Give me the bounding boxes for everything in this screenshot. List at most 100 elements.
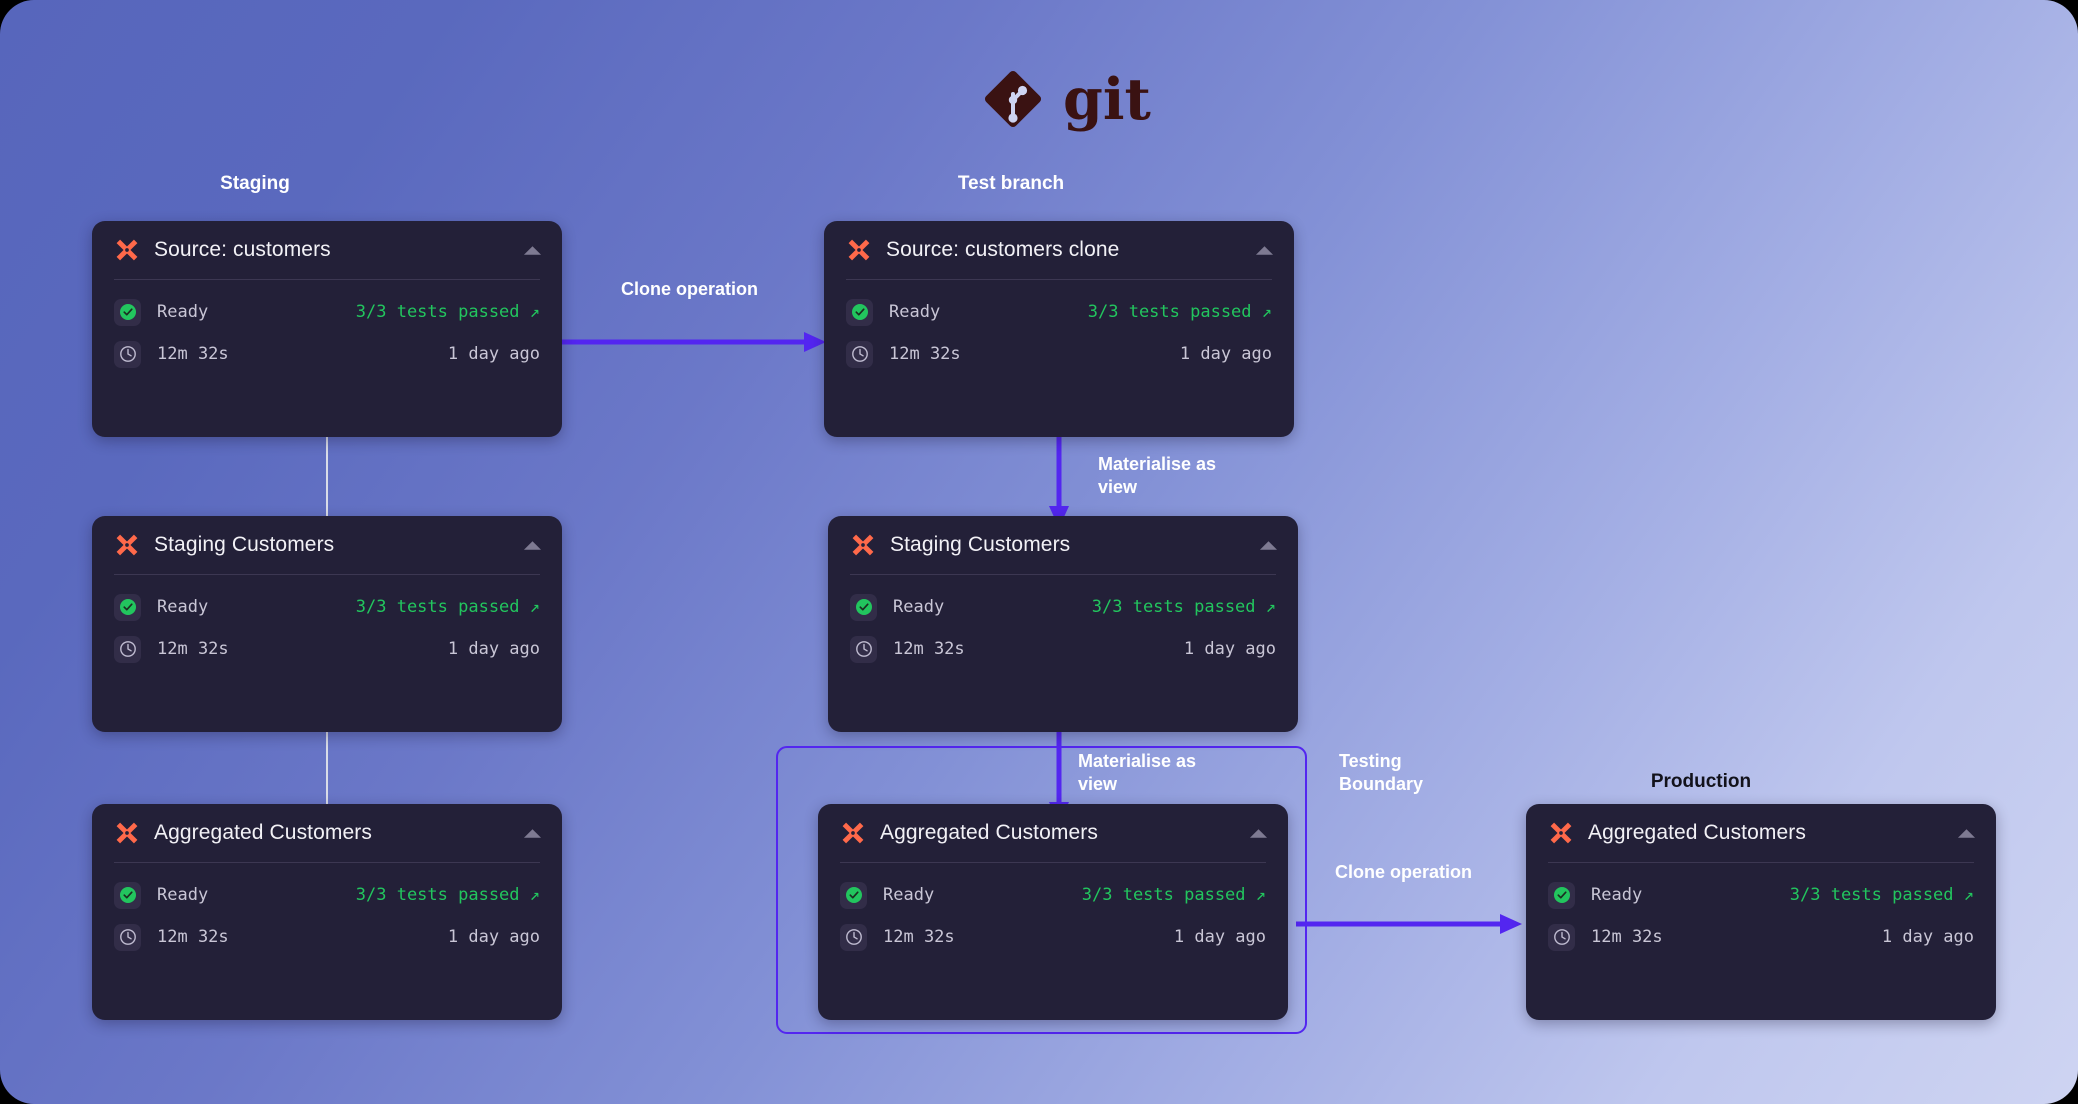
status-label: Ready <box>157 597 209 617</box>
clock-icon <box>114 923 141 951</box>
chevron-up-icon[interactable] <box>523 539 542 551</box>
testing-boundary-line1: Testing <box>1339 751 1402 771</box>
card-title: Source: customers clone <box>886 238 1120 261</box>
connector-staging-2 <box>326 730 328 812</box>
duration-label: 12m 32s <box>157 344 229 364</box>
card-divider <box>840 862 1266 863</box>
card-header[interactable]: Aggregated Customers <box>1526 804 1996 862</box>
updated-label: 1 day ago <box>447 927 540 947</box>
tests-passed-label[interactable]: 3/3 tests passed ↗ <box>355 597 540 617</box>
status-label: Ready <box>889 302 941 322</box>
card-header[interactable]: Source: customers clone <box>824 221 1294 279</box>
arrow-label-materialise-1: Materialise as view <box>1098 453 1216 498</box>
chevron-up-icon[interactable] <box>523 244 542 256</box>
check-circle-icon <box>114 298 141 326</box>
clock-icon <box>114 340 141 368</box>
card-divider <box>114 574 540 575</box>
check-circle-icon <box>846 298 873 326</box>
duration-row: 12m 32s 1 day ago <box>114 916 540 958</box>
updated-label: 1 day ago <box>1881 927 1974 947</box>
card-staging-aggregated-customers[interactable]: Aggregated Customers Ready 3/3 tests pas… <box>92 804 562 1020</box>
tests-passed-label[interactable]: 3/3 tests passed ↗ <box>1087 302 1272 322</box>
status-row: Ready 3/3 tests passed ↗ <box>114 874 540 916</box>
updated-label: 1 day ago <box>1179 344 1272 364</box>
arrow-materialise-1 <box>1049 432 1069 528</box>
status-row: Ready 3/3 tests passed ↗ <box>114 291 540 333</box>
updated-label: 1 day ago <box>1173 927 1266 947</box>
check-circle-icon <box>114 881 141 909</box>
card-divider <box>114 862 540 863</box>
duration-row: 12m 32s 1 day ago <box>1548 916 1974 958</box>
dbt-model-icon <box>116 239 138 261</box>
chevron-up-icon[interactable] <box>1255 244 1274 256</box>
status-row: Ready 3/3 tests passed ↗ <box>840 874 1266 916</box>
duration-row: 12m 32s 1 day ago <box>114 628 540 670</box>
card-divider <box>846 279 1272 280</box>
card-header[interactable]: Staging Customers <box>92 516 562 574</box>
status-label: Ready <box>893 597 945 617</box>
chevron-up-icon[interactable] <box>1259 539 1278 551</box>
git-diamond-icon <box>984 70 1042 128</box>
card-staging-source-customers[interactable]: Source: customers Ready 3/3 tests passed… <box>92 221 562 437</box>
clock-icon <box>840 923 867 951</box>
duration-label: 12m 32s <box>1591 927 1663 947</box>
card-test-staging-customers[interactable]: Staging Customers Ready 3/3 tests passed… <box>828 516 1298 732</box>
dbt-model-icon <box>842 822 864 844</box>
duration-row: 12m 32s 1 day ago <box>850 628 1276 670</box>
testing-boundary-box <box>776 746 1307 1034</box>
arrow-label-clone-top: Clone operation <box>621 279 759 299</box>
chevron-up-icon[interactable] <box>1957 827 1976 839</box>
card-title: Source: customers <box>154 238 331 261</box>
column-label-staging: Staging <box>220 173 290 194</box>
column-label-production: Production <box>1650 771 1752 792</box>
tests-passed-label[interactable]: 3/3 tests passed ↗ <box>355 885 540 905</box>
card-test-source-customers-clone[interactable]: Source: customers clone Ready 3/3 tests … <box>824 221 1294 437</box>
check-circle-icon <box>850 593 877 621</box>
duration-row: 12m 32s 1 day ago <box>840 916 1266 958</box>
tests-passed-label[interactable]: 3/3 tests passed ↗ <box>355 302 540 322</box>
arrow-label-clone-bottom: Clone operation <box>1335 862 1473 882</box>
duration-label: 12m 32s <box>893 639 965 659</box>
card-staging-staging-customers[interactable]: Staging Customers Ready 3/3 tests passed… <box>92 516 562 732</box>
card-header[interactable]: Staging Customers <box>828 516 1298 574</box>
clock-icon <box>1548 923 1575 951</box>
tests-passed-label[interactable]: 3/3 tests passed ↗ <box>1789 885 1974 905</box>
status-row: Ready 3/3 tests passed ↗ <box>1548 874 1974 916</box>
updated-label: 1 day ago <box>1183 639 1276 659</box>
duration-label: 12m 32s <box>157 639 229 659</box>
card-body: Ready 3/3 tests passed ↗ 12m 32s 1 day a… <box>1526 863 1996 973</box>
card-title: Aggregated Customers <box>880 821 1098 844</box>
git-wordmark: git <box>1063 65 1151 133</box>
card-divider <box>1548 862 1974 863</box>
card-prod-aggregated-customers[interactable]: Aggregated Customers Ready 3/3 tests pas… <box>1526 804 1996 1020</box>
card-body: Ready 3/3 tests passed ↗ 12m 32s 1 day a… <box>92 280 562 390</box>
status-label: Ready <box>883 885 935 905</box>
card-title: Staging Customers <box>890 533 1071 556</box>
card-body: Ready 3/3 tests passed ↗ 12m 32s 1 day a… <box>828 575 1298 685</box>
card-header[interactable]: Aggregated Customers <box>818 804 1288 862</box>
card-test-aggregated-customers[interactable]: Aggregated Customers Ready 3/3 tests pas… <box>818 804 1288 1020</box>
chevron-up-icon[interactable] <box>523 827 542 839</box>
duration-row: 12m 32s 1 day ago <box>846 333 1272 375</box>
card-body: Ready 3/3 tests passed ↗ 12m 32s 1 day a… <box>824 280 1294 390</box>
tests-passed-label[interactable]: 3/3 tests passed ↗ <box>1091 597 1276 617</box>
check-circle-icon <box>840 881 867 909</box>
chevron-up-icon[interactable] <box>1249 827 1268 839</box>
updated-label: 1 day ago <box>447 639 540 659</box>
card-body: Ready 3/3 tests passed ↗ 12m 32s 1 day a… <box>92 575 562 685</box>
clock-icon <box>850 635 877 663</box>
arrow-clone-bottom <box>1296 914 1522 934</box>
git-logo: git <box>981 67 1151 131</box>
card-title: Staging Customers <box>154 533 335 556</box>
tests-passed-label[interactable]: 3/3 tests passed ↗ <box>1081 885 1266 905</box>
card-divider <box>850 574 1276 575</box>
dbt-model-icon <box>116 534 138 556</box>
card-header[interactable]: Aggregated Customers <box>92 804 562 862</box>
duration-label: 12m 32s <box>157 927 229 947</box>
duration-row: 12m 32s 1 day ago <box>114 333 540 375</box>
materialise-2-line2: view <box>1078 773 1118 794</box>
card-divider <box>114 279 540 280</box>
status-label: Ready <box>1591 885 1643 905</box>
card-header[interactable]: Source: customers <box>92 221 562 279</box>
